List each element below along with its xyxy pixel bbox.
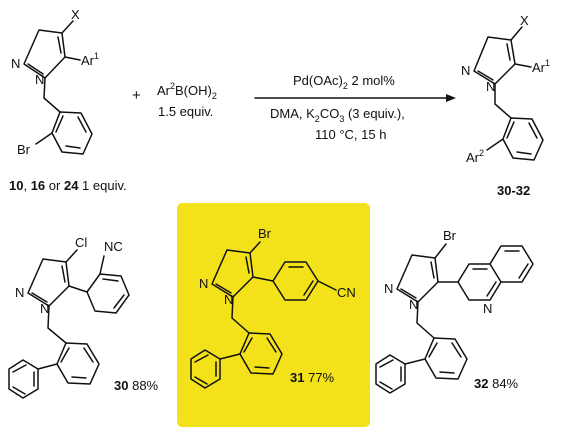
- compound-32-n1-label: N: [409, 297, 418, 312]
- product-n-label: N: [461, 63, 470, 78]
- reaction-arrow: [254, 94, 456, 102]
- compound-30-structure: [8, 249, 130, 399]
- compound-30-n-label: N: [15, 285, 24, 300]
- product-ar2-label: Ar2: [466, 148, 484, 165]
- product-structure: [473, 26, 544, 161]
- compound-32-n-label: N: [384, 281, 393, 296]
- product-n1-label: N: [486, 79, 495, 94]
- reactant-x-label: X: [71, 7, 80, 22]
- compound-30-n1-label: N: [40, 301, 49, 316]
- highlight-box: [177, 203, 370, 427]
- compound-31-substituent: CN: [337, 285, 356, 300]
- compound-31-n-label: N: [199, 276, 208, 291]
- compound-30-halogen: Cl: [75, 235, 87, 250]
- conditions-temperature-time: 110 °C, 15 h: [315, 127, 386, 142]
- reactant-br-label: Br: [17, 142, 31, 157]
- compound-31-n1-label: N: [224, 292, 233, 307]
- compound-32-halogen: Br: [443, 228, 457, 243]
- conditions-solvent-base: DMA, K2CO3 (3 equiv.),: [270, 106, 405, 124]
- compound-30-substituent: NC: [104, 239, 123, 254]
- plus-sign: +: [132, 87, 141, 104]
- reactant-ar1-label: Ar1: [81, 51, 99, 68]
- compound-32-structure: [375, 243, 534, 394]
- boronic-acid-equiv: 1.5 equiv.: [158, 104, 213, 119]
- product-x-label: X: [520, 13, 529, 28]
- reactant-structure: [23, 20, 93, 155]
- compound-32-label: 32 84%: [474, 376, 519, 391]
- compound-31-label: 31 77%: [290, 370, 335, 385]
- reactant-n1-label: N: [35, 72, 44, 87]
- boronic-acid-formula: Ar2B(OH)2: [157, 81, 217, 101]
- reactant-compound-numbers: 10, 16 or 24 1 equiv.: [9, 178, 127, 193]
- compound-30-label: 30 88%: [114, 378, 159, 393]
- conditions-catalyst: Pd(OAc)2 2 mol%: [293, 73, 395, 91]
- reactant-n-label: N: [11, 56, 20, 71]
- product-number: 30-32: [497, 183, 530, 198]
- compound-31-structure: [190, 241, 337, 389]
- product-ar1-label: Ar1: [532, 58, 550, 75]
- compound-32-ring-n: N: [483, 301, 492, 316]
- compound-31-halogen: Br: [258, 226, 272, 241]
